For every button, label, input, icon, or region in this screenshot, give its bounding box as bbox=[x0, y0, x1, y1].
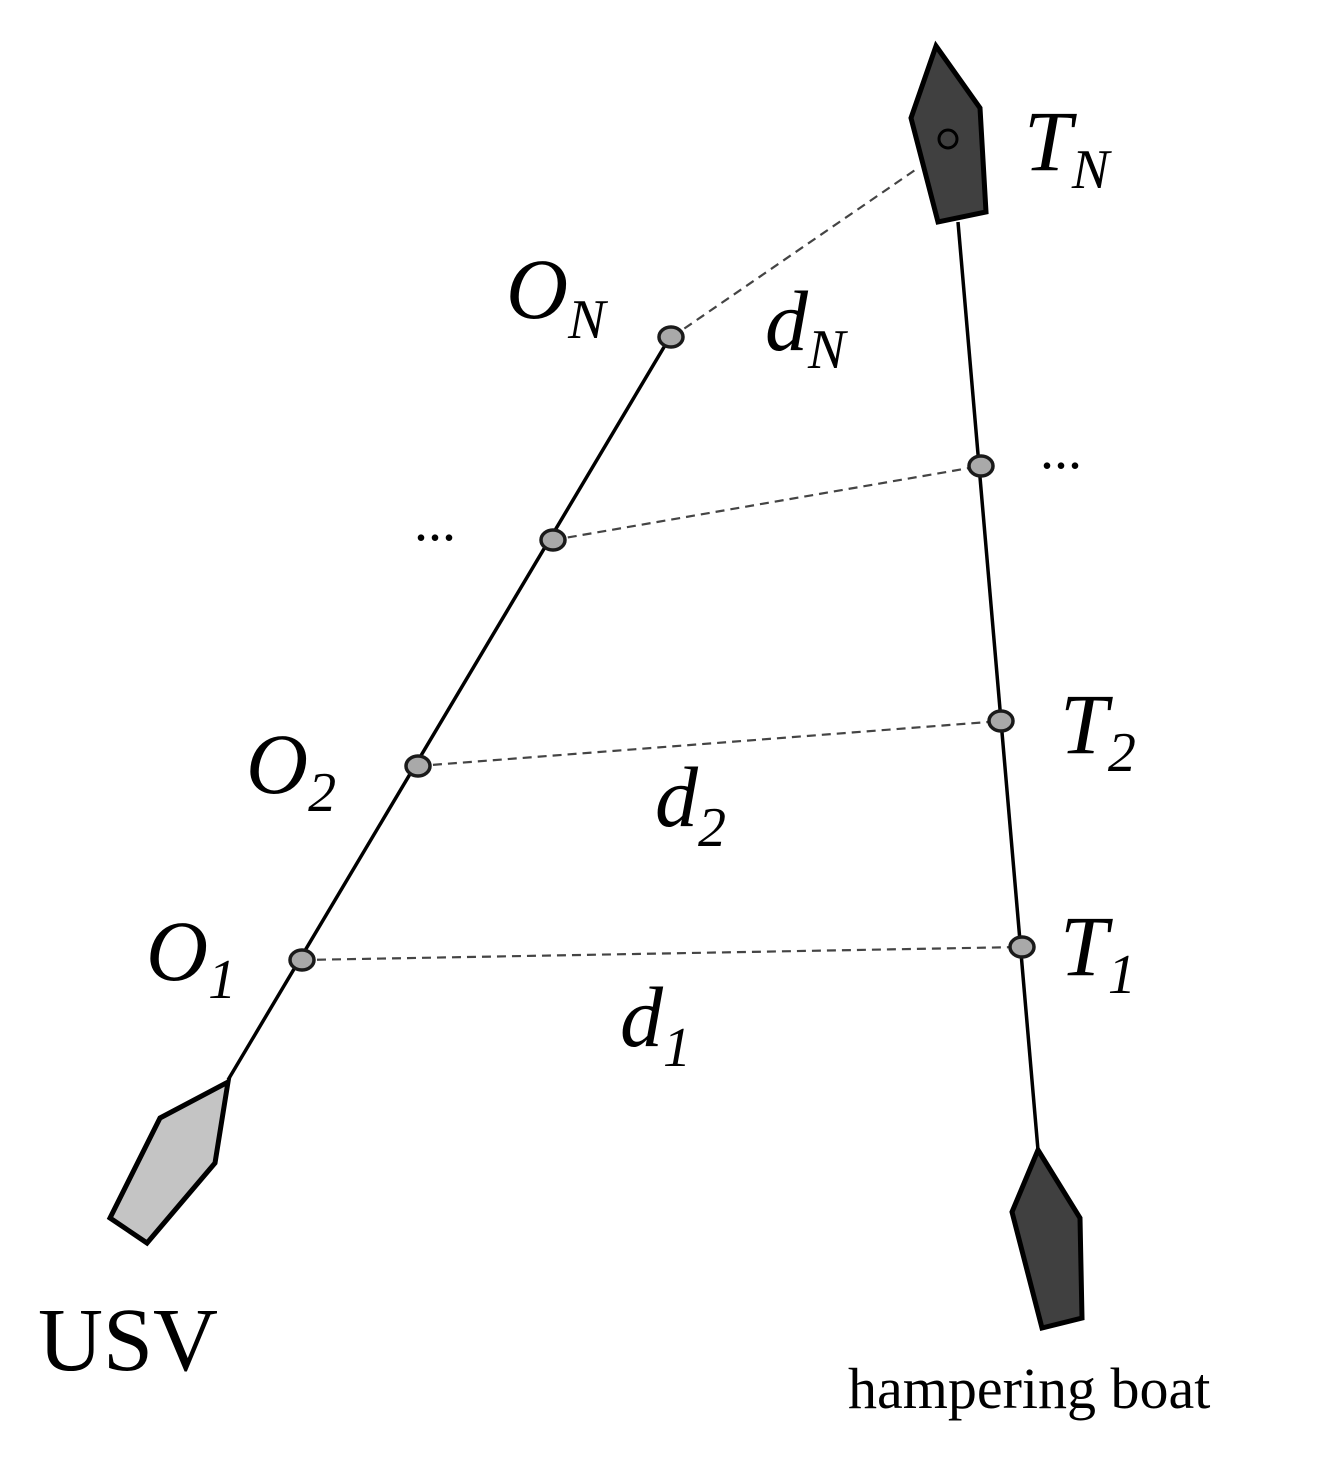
link-intermediate bbox=[552, 464, 982, 542]
point-o-intermediate bbox=[539, 528, 567, 552]
link-on-tn bbox=[671, 167, 919, 338]
point-o-2 bbox=[404, 754, 432, 778]
caption-usv: USV bbox=[38, 1291, 218, 1390]
label-o-n: ON bbox=[506, 241, 608, 351]
label-o-2: O2 bbox=[246, 716, 336, 824]
point-t-intermediate bbox=[967, 454, 995, 478]
label-t-2: T2 bbox=[1060, 676, 1136, 784]
point-t-1 bbox=[1008, 935, 1036, 959]
usv-boat-icon bbox=[106, 1077, 232, 1247]
point-o-n bbox=[657, 325, 685, 349]
label-o-1: O1 bbox=[146, 903, 236, 1011]
label-t-n: TN bbox=[1024, 93, 1112, 201]
label-t-1: T1 bbox=[1060, 898, 1136, 1006]
hampering-boat-start-icon bbox=[1009, 1144, 1085, 1332]
point-t-2 bbox=[987, 709, 1015, 733]
link-o1-t1 bbox=[301, 945, 1023, 962]
link-o2-t2 bbox=[417, 719, 1002, 768]
label-d-2: d2 bbox=[655, 749, 726, 859]
boat-center-marker-icon bbox=[937, 128, 959, 150]
label-d-1: d1 bbox=[620, 969, 691, 1079]
hampering-boat-tn-icon bbox=[908, 40, 989, 225]
ellipsis-boat: ... bbox=[1040, 419, 1082, 481]
ellipsis-usv: ... bbox=[414, 491, 456, 553]
hampering-boat-track bbox=[956, 221, 1040, 1151]
label-d-n: dN bbox=[765, 273, 848, 381]
point-o-1 bbox=[288, 948, 316, 972]
caption-hampering-boat: hampering boat bbox=[848, 1356, 1210, 1421]
